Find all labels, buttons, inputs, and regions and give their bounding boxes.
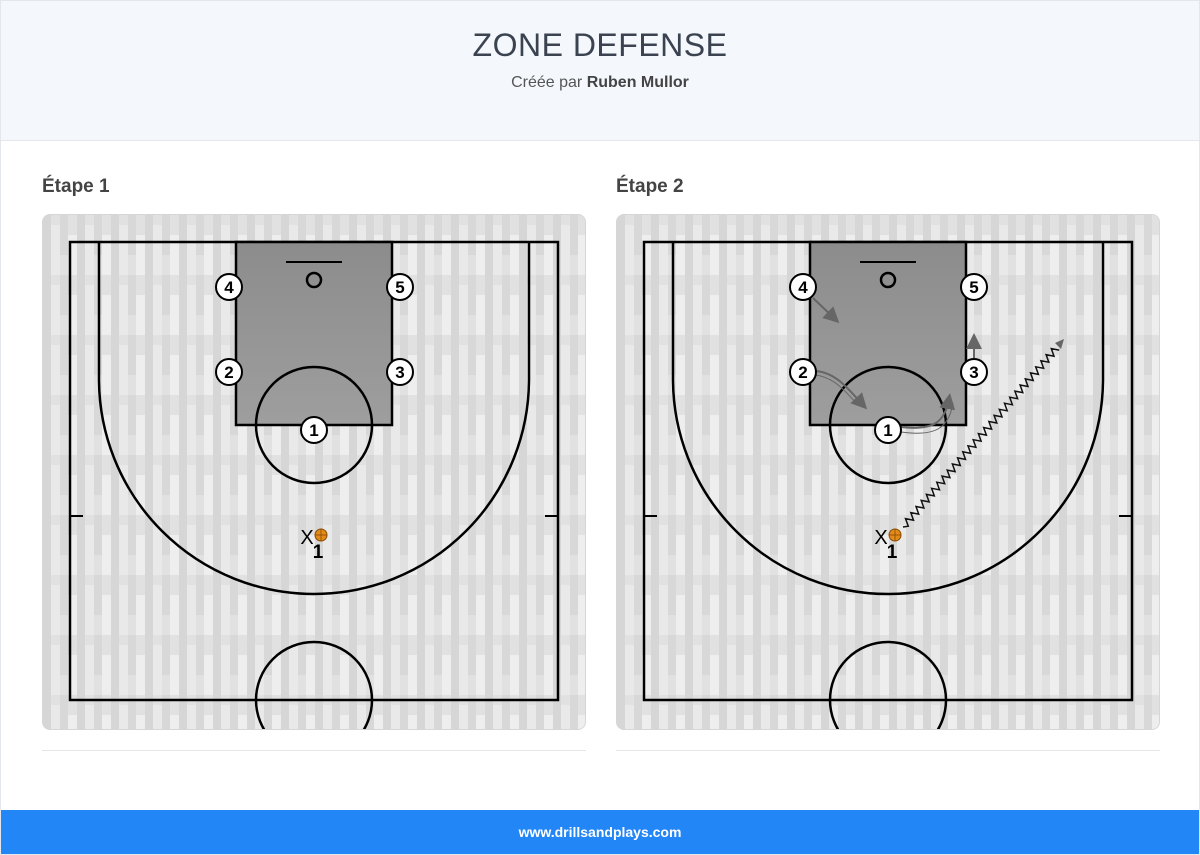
step-1-divider (42, 750, 586, 751)
step-2-panel: Étape 2 (616, 176, 1160, 751)
page-header: ZONE DEFENSE Créée par Ruben Mullor (1, 1, 1199, 141)
defender-2: 2 (789, 358, 817, 386)
dribble-arrowhead (1055, 339, 1064, 349)
three-point-arc (97, 242, 531, 596)
hoop-icon (305, 271, 323, 289)
step-1-panel: Étape 1 (42, 176, 586, 751)
site-footer: www.drillsandplays.com (1, 810, 1199, 854)
move-arrow-2 (815, 370, 868, 410)
svg-text:2: 2 (224, 363, 233, 382)
basketball-icon (314, 528, 328, 542)
step-1-title: Étape 1 (42, 176, 110, 197)
step-2-title: Étape 2 (616, 176, 684, 197)
hoop-icon (879, 271, 897, 289)
defender-3: 3 (386, 358, 414, 386)
center-circle (828, 640, 948, 729)
svg-text:2: 2 (798, 363, 807, 382)
movement-arrows (812, 297, 982, 434)
svg-text:1: 1 (883, 421, 892, 440)
step-2-divider (616, 750, 1160, 751)
court-diagram: 4 5 2 3 1 X 1 (617, 215, 1159, 729)
step-2-court: 4 5 2 3 1 X 1 (616, 214, 1160, 730)
created-by-label: Créée par (511, 74, 583, 91)
center-circle (254, 640, 374, 729)
page-title: ZONE DEFENSE (472, 27, 728, 63)
court-diagram: 4 5 2 3 1 X 1 (43, 215, 585, 729)
dribble-zigzag (902, 347, 1060, 528)
defender-5: 5 (960, 273, 988, 301)
svg-text:X: X (874, 527, 887, 549)
defender-3: 3 (960, 358, 988, 386)
svg-text:1: 1 (313, 542, 324, 563)
step-1-court: 4 5 2 3 1 X 1 (42, 214, 586, 730)
page-subtitle: Créée par Ruben Mullor (1, 74, 1199, 92)
paint-lane (808, 240, 968, 427)
svg-text:5: 5 (969, 278, 978, 297)
move-arrow-1 (900, 393, 956, 429)
defender-1: 1 (874, 416, 902, 444)
attacker-1: X 1 (300, 527, 328, 563)
defender-1: 1 (300, 416, 328, 444)
footer-site-link[interactable]: www.drillsandplays.com (518, 824, 682, 840)
svg-text:4: 4 (224, 278, 234, 297)
svg-text:3: 3 (395, 363, 404, 382)
defender-4: 4 (215, 273, 243, 301)
paint-lane (234, 240, 394, 427)
free-throw-circle (828, 365, 948, 485)
attacker-1: X 1 (874, 527, 902, 563)
free-throw-circle (254, 365, 374, 485)
defender-2: 2 (215, 358, 243, 386)
svg-text:4: 4 (798, 278, 808, 297)
svg-text:1: 1 (309, 421, 318, 440)
svg-text:1: 1 (887, 542, 898, 563)
author-name: Ruben Mullor (586, 74, 689, 91)
three-point-arc (671, 242, 1105, 596)
basketball-icon (888, 528, 902, 542)
defender-5: 5 (386, 273, 414, 301)
svg-text:X: X (300, 527, 313, 549)
svg-text:3: 3 (969, 363, 978, 382)
svg-text:5: 5 (395, 278, 404, 297)
defender-4: 4 (789, 273, 817, 301)
move-arrow-4 (812, 297, 840, 324)
